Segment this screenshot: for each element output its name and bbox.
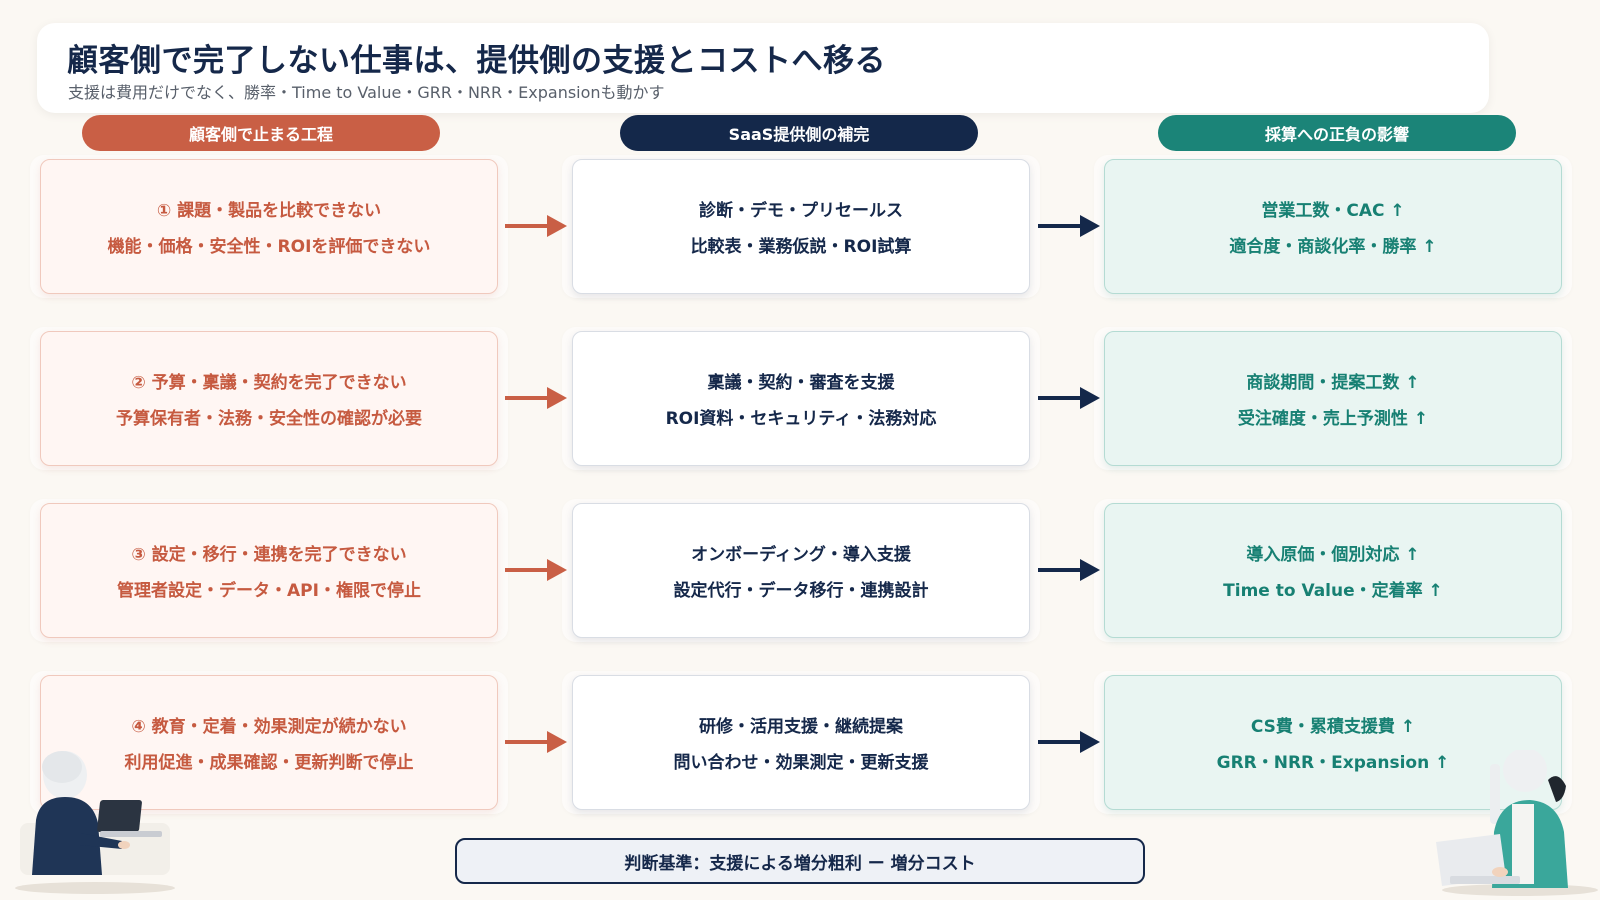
- provider-support-detail: ROI資料・セキュリティ・法務対応: [665, 409, 937, 429]
- impact-benefit: 受注確度・売上予測性 ↑: [1237, 409, 1429, 429]
- customer-step-title: ④ 教育・定着・効果測定が続かない: [131, 717, 407, 737]
- provider-support-card: 診断・デモ・プリセールス 比較表・業務仮説・ROI試算: [562, 155, 1040, 298]
- provider-support-detail: 設定代行・データ移行・連携設計: [673, 581, 929, 601]
- customer-step-detail: 予算保有者・法務・安全性の確認が必要: [116, 409, 422, 429]
- provider-support-detail: 問い合わせ・効果測定・更新支援: [673, 753, 929, 773]
- page-title: 顧客側で完了しない仕事は、提供側の支援とコストへ移る: [67, 43, 886, 79]
- impact-card: CS費・累積支援費 ↑ GRR・NRR・Expansion ↑: [1094, 671, 1572, 814]
- provider-support-title: 稟議・契約・審査を支援: [707, 373, 895, 393]
- customer-step-title: ② 予算・稟議・契約を完了できない: [131, 373, 407, 393]
- impact-cost: 商談期間・提案工数 ↑: [1246, 373, 1420, 393]
- impact-cost: 導入原価・個別対応 ↑: [1246, 545, 1420, 565]
- impact-benefit: 適合度・商談化率・勝率 ↑: [1229, 237, 1437, 257]
- impact-card: 商談期間・提案工数 ↑ 受注確度・売上予測性 ↑: [1094, 327, 1572, 470]
- header-panel: 顧客側で完了しない仕事は、提供側の支援とコストへ移る 支援は費用だけでなく、勝率…: [37, 23, 1489, 113]
- impact-card: 導入原価・個別対応 ↑ Time to Value・定着率 ↑: [1094, 499, 1572, 642]
- customer-step-card: ① 課題・製品を比較できない 機能・価格・安全性・ROIを評価できない: [30, 155, 508, 298]
- customer-step-card: ④ 教育・定着・効果測定が続かない 利用促進・成果確認・更新判断で停止: [30, 671, 508, 814]
- person-laptop-icon: [1436, 750, 1598, 896]
- page-subtitle: 支援は費用だけでなく、勝率・Time to Value・GRR・NRR・Expa…: [68, 83, 665, 102]
- customer-step-title: ① 課題・製品を比較できない: [156, 201, 382, 221]
- customer-step-card: ② 予算・稟議・契約を完了できない 予算保有者・法務・安全性の確認が必要: [30, 327, 508, 470]
- provider-support-title: 研修・活用支援・継続提案: [699, 717, 903, 737]
- right-arrow-icon: [1038, 559, 1100, 581]
- provider-support-title: オンボーディング・導入支援: [691, 545, 911, 565]
- customer-step-detail: 管理者設定・データ・API・権限で停止: [117, 581, 421, 601]
- column-header-customer: 顧客側で止まる工程: [82, 115, 440, 151]
- right-arrow-icon: [505, 559, 567, 581]
- right-arrow-icon: [1038, 215, 1100, 237]
- impact-card: 営業工数・CAC ↑ 適合度・商談化率・勝率 ↑: [1094, 155, 1572, 298]
- impact-benefit: GRR・NRR・Expansion ↑: [1216, 753, 1450, 773]
- customer-step-detail: 利用促進・成果確認・更新判断で停止: [124, 753, 414, 773]
- provider-support-card: オンボーディング・導入支援 設定代行・データ移行・連携設計: [562, 499, 1040, 642]
- impact-cost: CS費・累積支援費 ↑: [1250, 717, 1416, 737]
- right-arrow-icon: [1038, 387, 1100, 409]
- column-header-impact: 採算への正負の影響: [1158, 115, 1516, 151]
- right-arrow-icon: [505, 387, 567, 409]
- column-header-provider: SaaS提供側の補完: [620, 115, 978, 151]
- right-arrow-icon: [505, 215, 567, 237]
- provider-support-card: 稟議・契約・審査を支援 ROI資料・セキュリティ・法務対応: [562, 327, 1040, 470]
- provider-support-card: 研修・活用支援・継続提案 問い合わせ・効果測定・更新支援: [562, 671, 1040, 814]
- right-arrow-icon: [1038, 731, 1100, 753]
- decision-criteria-box: 判断基準：支援による増分粗利 ー 増分コスト: [455, 838, 1145, 884]
- person-laptop-icon: [15, 751, 175, 894]
- right-arrow-icon: [505, 731, 567, 753]
- impact-cost: 営業工数・CAC ↑: [1261, 201, 1405, 221]
- provider-support-detail: 比較表・業務仮説・ROI試算: [690, 237, 912, 257]
- customer-step-card: ③ 設定・移行・連携を完了できない 管理者設定・データ・API・権限で停止: [30, 499, 508, 642]
- impact-benefit: Time to Value・定着率 ↑: [1223, 581, 1443, 601]
- provider-support-title: 診断・デモ・プリセールス: [699, 201, 903, 221]
- customer-step-detail: 機能・価格・安全性・ROIを評価できない: [107, 237, 431, 257]
- customer-step-title: ③ 設定・移行・連携を完了できない: [131, 545, 407, 565]
